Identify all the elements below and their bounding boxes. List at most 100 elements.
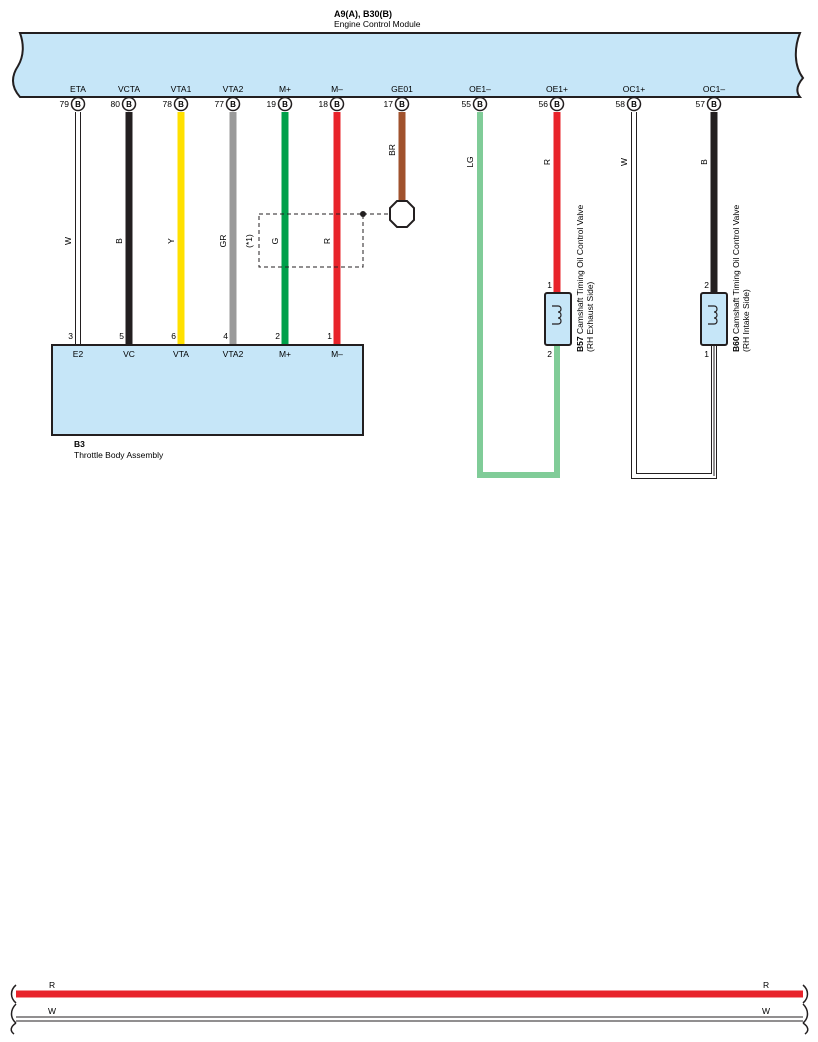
pin-number-m: 18 (319, 99, 329, 109)
pin-connector-oe1: B (477, 100, 483, 109)
pin-marker-vcta (121, 96, 137, 112)
pin-connector-m: B (282, 100, 288, 109)
bottom-wire-r-label-right: R (763, 980, 769, 990)
ecm-name: Engine Control Module (334, 19, 421, 29)
pin-connector-m: B (334, 100, 340, 109)
tb-pin-label-m: M+ (279, 349, 291, 359)
coil-icon (708, 305, 718, 325)
pin-marker-vta1 (173, 96, 189, 112)
wire-color-ge01: BR (387, 144, 397, 156)
tb-pin-label-vc: VC (123, 349, 135, 359)
tb-pin-number-vta: 6 (171, 331, 176, 341)
pin-connector-oc1: B (711, 100, 717, 109)
pin-number-m: 19 (267, 99, 277, 109)
valve-b57-name: Camshaft Timing Oil Control Valve (575, 204, 585, 334)
pin-marker-oe1 (549, 96, 565, 112)
pin-label-oc1: OC1– (703, 84, 725, 94)
valve-b57-box (544, 292, 572, 346)
valve-b60-box (700, 292, 728, 346)
pin-marker-m (329, 96, 345, 112)
tb-pin-label-m: M– (331, 349, 343, 359)
tb-pin-number-e2: 3 (68, 331, 73, 341)
wire-color-m: R (322, 238, 332, 244)
valve-b57-pin-bottom: 2 (547, 349, 552, 359)
bottom-wire-r-label-left: R (49, 980, 55, 990)
pin-connector-oc1: B (631, 100, 637, 109)
pin-marker-eta (70, 96, 86, 112)
pin-connector-ge01: B (399, 100, 405, 109)
pin-connector-oe1: B (554, 100, 560, 109)
pin-number-eta: 79 (60, 99, 70, 109)
bottom-wire-w-label-left: W (48, 1006, 56, 1016)
tb-pin-number-m: 2 (275, 331, 280, 341)
pin-marker-oc1 (626, 96, 642, 112)
wire-color-eta: W (63, 237, 73, 245)
wire-color-oe1: LG (465, 156, 475, 167)
tb-pin-label-vta2: VTA2 (223, 349, 244, 359)
bottom-wire-w-label-right: W (762, 1006, 770, 1016)
pin-connector-eta: B (75, 100, 81, 109)
pin-label-m: M+ (279, 84, 291, 94)
ecm-connector-codes: A9(A), B30(B) (334, 9, 392, 19)
pin-connector-vta2: B (230, 100, 236, 109)
wire-color-oe1: R (542, 159, 552, 165)
tb-pin-number-m: 1 (327, 331, 332, 341)
tb-pin-number-vta2: 4 (223, 331, 228, 341)
pin-label-vta1: VTA1 (171, 84, 192, 94)
valve-b60-label: B60 Camshaft Timing Oil Control Valve (R… (731, 204, 751, 352)
valve-b60-side: (RH Intake Side) (741, 289, 751, 352)
pin-label-oe1: OE1+ (546, 84, 568, 94)
ecm-pins: B79ETAWB80VCTABB78VTA1YB77VTA2GRB19M+GB1… (60, 84, 725, 345)
shield-box (258, 213, 364, 268)
throttle-body-code: B3 (74, 439, 85, 449)
pin-number-oe1: 55 (462, 99, 472, 109)
wire-color-oc1: W (619, 158, 629, 166)
wire-color-m: G (270, 238, 280, 245)
throttle-body-name: Throttle Body Assembly (74, 450, 164, 460)
coil-icon (552, 305, 562, 325)
bottom-wire-bundle: R R W W (10, 980, 809, 1035)
wire-color-vta2: GR (218, 235, 228, 248)
pin-connector-vta1: B (178, 100, 184, 109)
pin-marker-oe1 (472, 96, 488, 112)
ground-icon (389, 200, 415, 228)
wire-color-vcta: B (114, 238, 124, 244)
pin-label-vcta: VCTA (118, 84, 140, 94)
pin-number-vta2: 77 (215, 99, 225, 109)
throttle-body-box (51, 344, 364, 436)
wire-oe1-loop (477, 112, 560, 478)
pin-label-m: M– (331, 84, 343, 94)
pin-marker-vta2 (225, 96, 241, 112)
pin-connector-vcta: B (126, 100, 132, 109)
ecm-body (12, 32, 805, 98)
valve-b57-code: B57 (575, 336, 585, 352)
valve-b57-label: B57 Camshaft Timing Oil Control Valve (R… (575, 204, 595, 352)
valve-b60-pin-top: 2 (704, 280, 709, 290)
pin-label-oe1: OE1– (469, 84, 491, 94)
shield-junction (360, 211, 366, 217)
valve-b57-side: (RH Exhaust Side) (585, 281, 595, 352)
tb-pin-number-vc: 5 (119, 331, 124, 341)
pin-number-oc1: 57 (696, 99, 706, 109)
pin-number-oe1: 56 (539, 99, 549, 109)
pin-number-oc1: 58 (616, 99, 626, 109)
pin-number-vcta: 80 (111, 99, 121, 109)
pin-label-vta2: VTA2 (223, 84, 244, 94)
pin-marker-oc1 (706, 96, 722, 112)
tb-pin-label-vta: VTA (173, 349, 189, 359)
valve-b57-pin-top: 1 (547, 280, 552, 290)
valve-b60-pin-bottom: 1 (704, 349, 709, 359)
valve-b60-code: B60 (731, 336, 741, 352)
pin-label-oc1: OC1+ (623, 84, 645, 94)
pin-number-ge01: 17 (384, 99, 394, 109)
shield-note: (*1) (244, 234, 254, 248)
wire-color-oc1: B (699, 159, 709, 165)
tb-pin-label-e2: E2 (73, 349, 84, 359)
pin-label-ge01: GE01 (391, 84, 413, 94)
pin-marker-m (277, 96, 293, 112)
pin-label-eta: ETA (70, 84, 86, 94)
valve-b60-name: Camshaft Timing Oil Control Valve (731, 204, 741, 334)
pin-number-vta1: 78 (163, 99, 173, 109)
